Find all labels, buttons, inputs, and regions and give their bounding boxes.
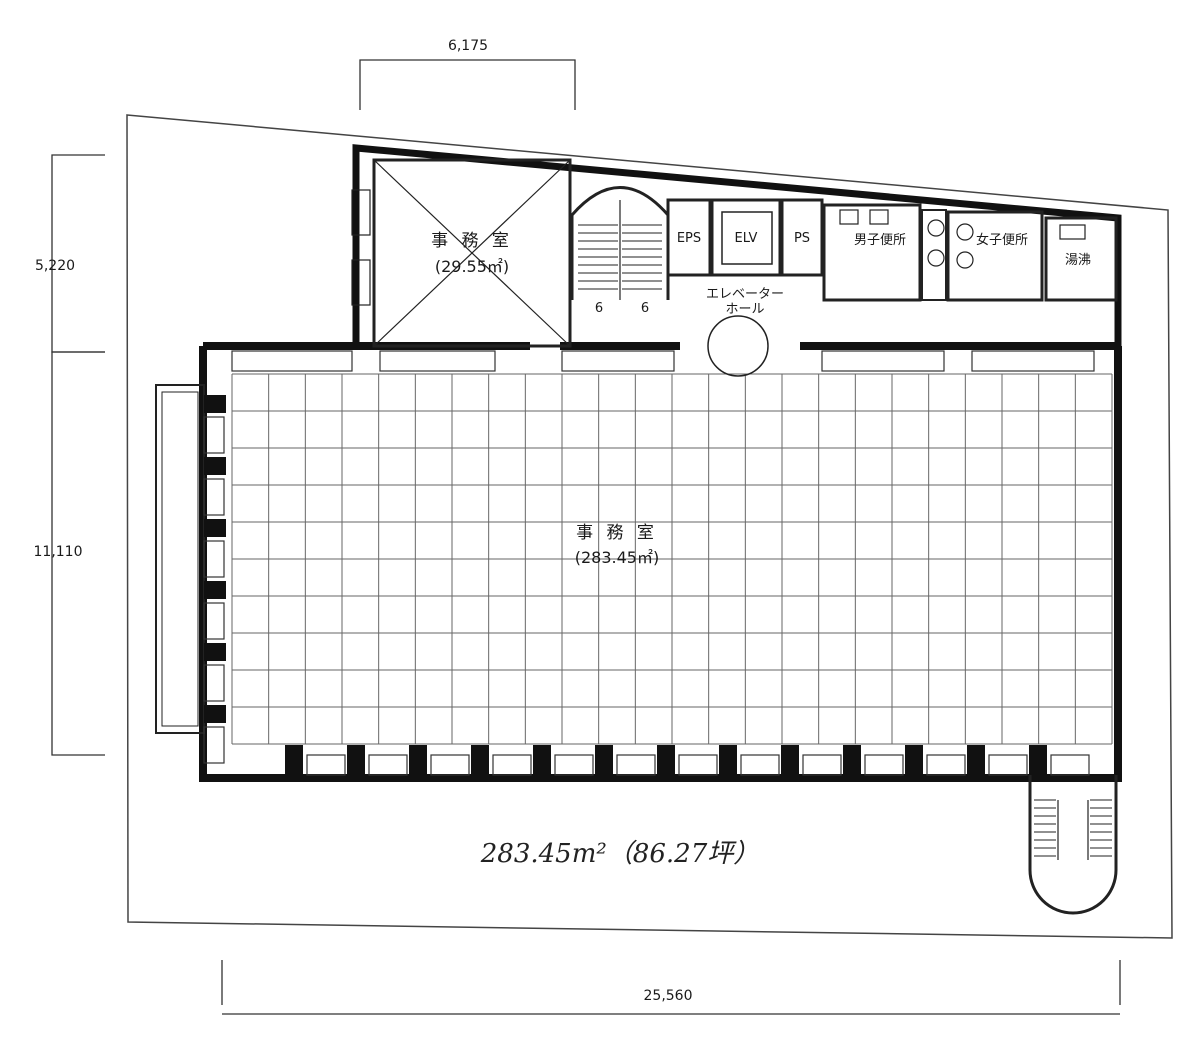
north-windows bbox=[231, 350, 1095, 372]
dim-left-upper: 5,220 bbox=[35, 258, 75, 274]
stair-core bbox=[570, 186, 670, 300]
main-office-area: (283.45㎡) bbox=[575, 548, 659, 567]
small-office bbox=[351, 158, 572, 348]
stair-mark-2: 6 bbox=[641, 301, 649, 316]
dim-bottom: 25,560 bbox=[644, 988, 693, 1004]
west-bay-window bbox=[155, 384, 205, 734]
dim-left-lower: 11,110 bbox=[34, 544, 83, 560]
womens-toilet-label: 女子便所 bbox=[976, 232, 1028, 248]
eps-label: EPS bbox=[677, 231, 701, 246]
dimension-labels: 6,175 5,220 11,110 25,560 bbox=[34, 38, 693, 1004]
ps-label: PS bbox=[794, 231, 810, 246]
spiral-stair bbox=[1028, 775, 1118, 915]
west-window-piers bbox=[203, 395, 226, 764]
room-labels: 事 務 室 (29.55㎡) 事 務 室 (283.45㎡) EPS ELV P… bbox=[431, 231, 1091, 567]
service-core bbox=[666, 198, 1118, 302]
elevator-hall-label: エレベーターホール bbox=[706, 287, 784, 317]
dim-top: 6,175 bbox=[448, 38, 488, 54]
kitchen-label: 湯沸 bbox=[1065, 253, 1091, 268]
stair-mark-1: 6 bbox=[595, 301, 603, 316]
site-boundary bbox=[126, 114, 1173, 939]
dimension-lines bbox=[51, 59, 1121, 1015]
entrance-double-door bbox=[707, 315, 769, 377]
mens-toilet-label: 男子便所 bbox=[854, 233, 906, 248]
south-window-piers bbox=[285, 745, 1090, 777]
handwritten-total-area: 283.45m²（86.27坪） bbox=[480, 839, 760, 869]
main-office-name: 事 務 室 bbox=[576, 523, 658, 543]
elv-label: ELV bbox=[735, 231, 758, 246]
small-office-name: 事 務 室 bbox=[431, 231, 513, 251]
small-office-area: (29.55㎡) bbox=[435, 257, 509, 276]
ceiling-grid bbox=[231, 373, 1113, 745]
